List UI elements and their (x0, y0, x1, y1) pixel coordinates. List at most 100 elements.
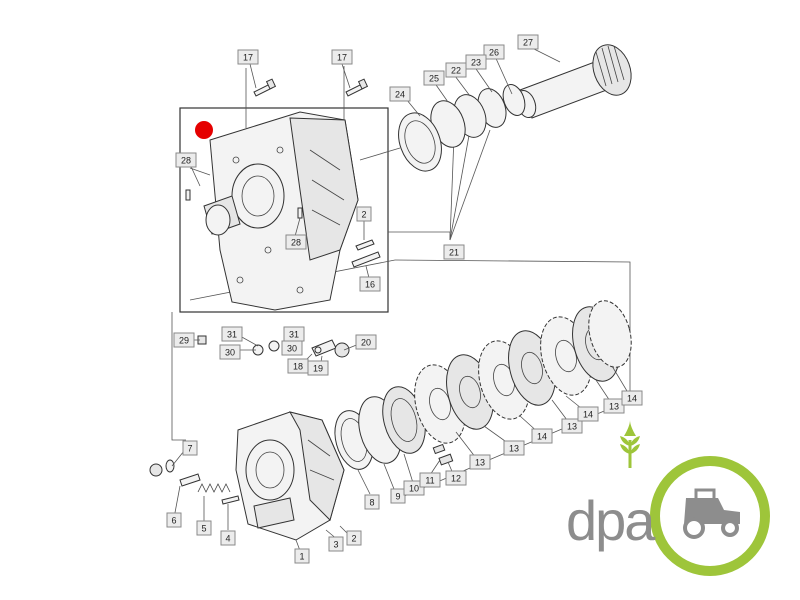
callout-number: 1 (299, 552, 304, 562)
callout-c2b: 2 (346, 530, 362, 546)
callout-c24: 24 (389, 86, 411, 102)
callout-number: 12 (451, 474, 461, 484)
callout-c23: 23 (465, 54, 487, 70)
end-plate-13d (588, 300, 632, 368)
callout-c13a: 13 (503, 440, 525, 456)
callout-number: 17 (243, 53, 253, 63)
callout-c16: 16 (359, 276, 381, 292)
callout-c11: 11 (419, 472, 441, 488)
detail-frame (179, 107, 389, 313)
callout-c31b: 31 (283, 326, 305, 342)
bolt-17-right (345, 78, 369, 97)
callout-number: 17 (337, 53, 347, 63)
callout-c7: 7 (182, 440, 198, 456)
washer-7b (165, 459, 175, 473)
callout-c18: 18 (287, 358, 309, 374)
callout-c22: 22 (445, 62, 467, 78)
callout-number: 14 (537, 432, 547, 442)
callout-number: 27 (523, 38, 533, 48)
callout-c25: 25 (423, 70, 445, 86)
logo-ring (650, 456, 770, 576)
callout-c6: 6 (166, 512, 182, 528)
callout-c31a: 31 (221, 326, 243, 342)
callout-number: 30 (287, 344, 297, 354)
callout-number: 2 (351, 534, 356, 544)
callout-c8: 8 (364, 494, 380, 510)
callout-c17a: 17 (237, 49, 259, 65)
callout-c13d: 13 (603, 398, 625, 414)
callout-c26: 26 (483, 44, 505, 60)
callout-c2a: 2 (356, 206, 372, 222)
red-marker-dot (195, 121, 213, 139)
callout-number: 30 (225, 348, 235, 358)
callout-c30a: 30 (219, 344, 241, 360)
callout-number: 13 (509, 444, 519, 454)
nuts-30-31 (252, 340, 291, 356)
callout-c28b: 28 (285, 234, 307, 250)
callout-number: 11 (425, 476, 434, 486)
callout-c5: 5 (196, 520, 212, 536)
callout-number: 13 (567, 422, 577, 432)
plunger-6 (179, 473, 201, 487)
callout-number: 28 (181, 156, 191, 166)
callout-c13b: 13 (469, 454, 491, 470)
callout-number: 28 (291, 238, 301, 248)
callout-number: 29 (179, 336, 189, 346)
transmission-housing-lower-1 (235, 411, 345, 541)
callout-c21: 21 (443, 244, 465, 260)
callout-number: 10 (409, 484, 419, 494)
callout-number: 14 (627, 394, 637, 404)
dowel-16 (351, 251, 381, 268)
springs-11-12 (432, 443, 454, 466)
callout-c14b: 14 (577, 406, 599, 422)
callout-number: 8 (369, 498, 374, 508)
callout-number: 13 (609, 402, 619, 412)
pin-2 (355, 239, 375, 251)
callout-c10: 10 (403, 480, 425, 496)
callout-number: 6 (171, 516, 176, 526)
callout-c1: 1 (294, 548, 310, 564)
callout-number: 3 (333, 540, 338, 550)
callout-c4: 4 (220, 530, 236, 546)
callout-number: 14 (583, 410, 593, 420)
callout-c30b: 30 (281, 340, 303, 356)
seal-24 (398, 112, 442, 172)
callout-c29: 29 (173, 332, 195, 348)
wheat-icon (620, 420, 640, 468)
callout-c28a: 28 (175, 152, 197, 168)
callout-number: 19 (313, 364, 323, 374)
callout-c19: 19 (307, 360, 329, 376)
tractor-icon (683, 488, 740, 539)
spring-5 (197, 483, 231, 493)
callout-c9: 9 (390, 488, 406, 504)
callout-number: 21 (449, 248, 459, 258)
callout-number: 25 (429, 74, 439, 84)
callout-number: 13 (475, 458, 485, 468)
callout-number: 7 (187, 444, 192, 454)
callout-number: 2 (361, 210, 366, 220)
callout-c20: 20 (355, 334, 377, 350)
callout-number: 5 (201, 524, 206, 534)
bolt-17-left (253, 78, 277, 97)
callout-c3: 3 (328, 536, 344, 552)
callout-number: 9 (395, 492, 400, 502)
callout-number: 31 (289, 330, 299, 340)
callout-c14a: 14 (531, 428, 553, 444)
callout-c14c: 14 (621, 390, 643, 406)
fitting-18-20 (311, 339, 350, 358)
callout-number: 31 (227, 330, 237, 340)
callout-number: 4 (225, 534, 230, 544)
rod-4 (221, 495, 240, 505)
callout-number: 26 (489, 48, 499, 58)
callout-c27: 27 (517, 34, 539, 50)
callout-number: 23 (471, 58, 481, 68)
dpa-logo: dpa (566, 420, 770, 576)
plug-7 (149, 463, 163, 477)
pins-28 (185, 189, 303, 219)
callout-c17b: 17 (331, 49, 353, 65)
splined-shaft-27 (515, 44, 632, 119)
callout-c13c: 13 (561, 418, 583, 434)
callout-number: 18 (293, 362, 303, 372)
logo-text: dpa (566, 489, 656, 552)
callout-number: 16 (365, 280, 375, 290)
